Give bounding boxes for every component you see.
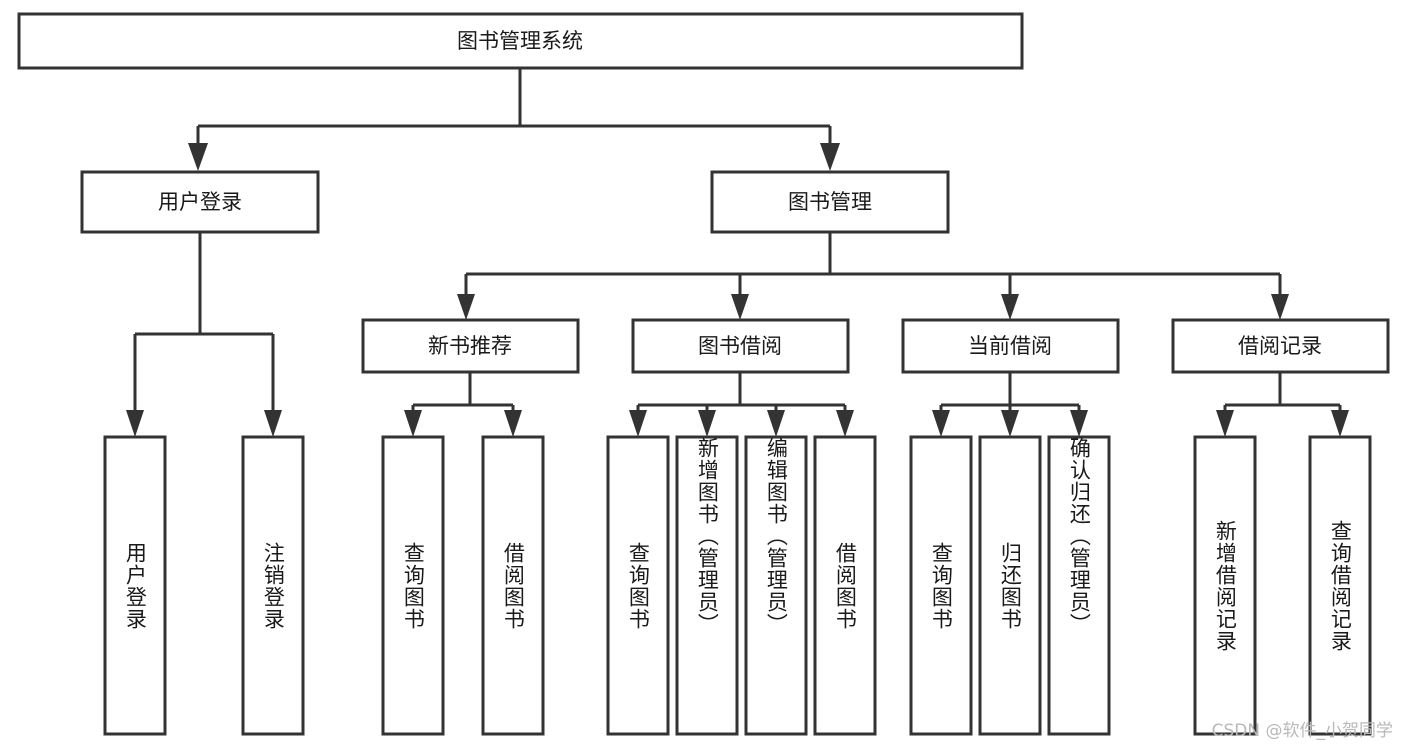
node-user-login-label: 用户登录 [158, 190, 242, 214]
leaf-box-borrow-3[interactable] [813, 435, 877, 736]
node-book-management-box[interactable] [710, 170, 950, 234]
node-new-book-recommend-box[interactable] [361, 318, 580, 374]
leaf-box-current-0[interactable] [909, 435, 973, 736]
node-current-borrow-label: 当前借阅 [968, 334, 1052, 358]
arrow-head-icon [731, 294, 749, 320]
leaf-box-borrow-2[interactable] [744, 435, 808, 736]
arrow-head-icon [836, 410, 854, 437]
node-book-borrow[interactable]: 图书借阅 [631, 318, 850, 374]
leaf-box-record-0[interactable] [1193, 435, 1257, 736]
leaf-box-current-1[interactable] [978, 435, 1042, 736]
leaf-box-new-book-1[interactable] [481, 435, 545, 736]
arrow-head-icon [404, 410, 422, 437]
leaf-box-current-2[interactable] [1047, 435, 1111, 736]
node-root-box[interactable] [17, 12, 1024, 70]
arrow-head-icon [504, 410, 522, 437]
arrow-head-icon [820, 143, 840, 171]
arrow-head-icon [457, 294, 475, 320]
node-borrow-record[interactable]: 借阅记录 [1171, 318, 1390, 374]
node-borrow-record-label: 借阅记录 [1238, 334, 1322, 358]
leaf-box-new-book-0[interactable] [381, 435, 445, 736]
arrow-head-icon [188, 143, 208, 171]
node-new-book-recommend-label: 新书推荐 [428, 334, 512, 358]
node-root-label: 图书管理系统 [457, 29, 583, 53]
arrow-head-icon [1271, 294, 1289, 320]
node-new-book-recommend[interactable]: 新书推荐 [361, 318, 580, 374]
node-root[interactable]: 图书管理系统 [17, 12, 1024, 70]
node-book-borrow-label: 图书借阅 [698, 334, 782, 358]
node-borrow-record-box[interactable] [1171, 318, 1390, 374]
arrow-head-icon [1331, 410, 1349, 437]
node-current-borrow[interactable]: 当前借阅 [901, 318, 1120, 374]
arrow-head-icon [1216, 410, 1234, 437]
arrow-head-icon [767, 410, 785, 437]
arrow-head-icon [932, 410, 950, 437]
arrow-head-icon [264, 410, 282, 437]
node-book-management[interactable]: 图书管理 [710, 170, 950, 234]
arrow-head-icon [1070, 410, 1088, 437]
arrow-head-icon [126, 410, 144, 437]
node-book-borrow-box[interactable] [631, 318, 850, 374]
leaf-box-record-1[interactable] [1308, 435, 1372, 736]
arrow-head-icon [629, 410, 647, 437]
arrow-head-icon [698, 410, 716, 437]
node-book-management-label: 图书管理 [788, 190, 872, 214]
node-current-borrow-box[interactable] [901, 318, 1120, 374]
leaf-box-user-login-1[interactable] [241, 435, 305, 736]
arrow-head-icon [1001, 294, 1019, 320]
leaf-box-borrow-1[interactable] [675, 435, 739, 736]
arrow-head-icon [1001, 410, 1019, 437]
leaf-box-borrow-0[interactable] [606, 435, 670, 736]
leaf-box-user-login-0[interactable] [103, 435, 167, 736]
node-user-login[interactable]: 用户登录 [80, 170, 320, 234]
